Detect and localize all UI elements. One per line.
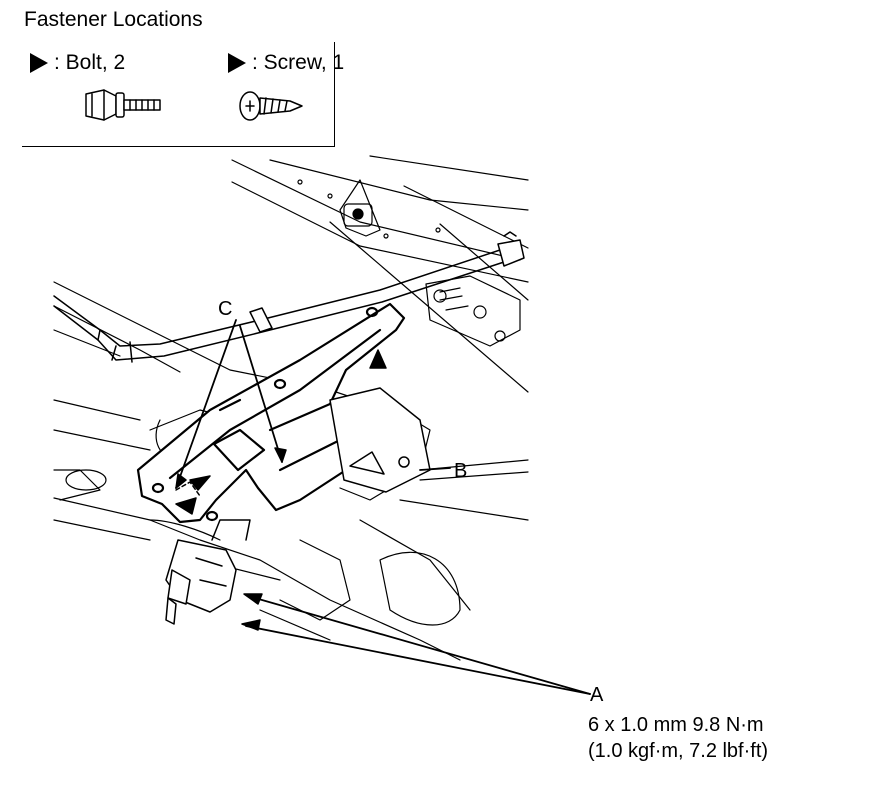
callout-c: C xyxy=(218,298,233,320)
bolt-icon xyxy=(85,89,161,121)
leader-lines xyxy=(175,319,591,695)
fastener-markers xyxy=(175,349,387,515)
page-title: Fastener Locations xyxy=(24,8,203,31)
legend-box xyxy=(22,42,335,147)
legend-screw-label: : Screw, 1 xyxy=(252,51,345,74)
screw-icon xyxy=(239,91,303,121)
triangle-marker-icon xyxy=(30,53,48,73)
bolt-location-marker xyxy=(189,475,211,491)
bolt-location-marker xyxy=(175,497,197,515)
cable xyxy=(53,231,525,363)
unit-b xyxy=(329,387,431,493)
torque-spec-line2: (1.0 kgf·m, 7.2 lbf·ft) xyxy=(588,740,769,762)
arrowheads xyxy=(175,447,287,631)
callout-a: A xyxy=(590,684,604,706)
legend-bolt: : Bolt, 2 xyxy=(30,51,125,75)
connector-a xyxy=(165,519,251,625)
torque-spec-line1: 6 x 1.0 mm 9.8 N·m xyxy=(588,714,764,736)
legend-bolt-label: : Bolt, 2 xyxy=(54,51,126,74)
body-panel-lines xyxy=(53,155,529,661)
callout-b: B xyxy=(454,460,468,482)
triangle-marker-icon xyxy=(228,53,246,73)
torque-spec: 6 x 1.0 mm 9.8 N·m (1.0 kgf·m, 7.2 lbf·f… xyxy=(588,712,768,764)
screw-location-marker xyxy=(369,349,387,369)
legend-screw: : Screw, 1 xyxy=(228,51,344,75)
